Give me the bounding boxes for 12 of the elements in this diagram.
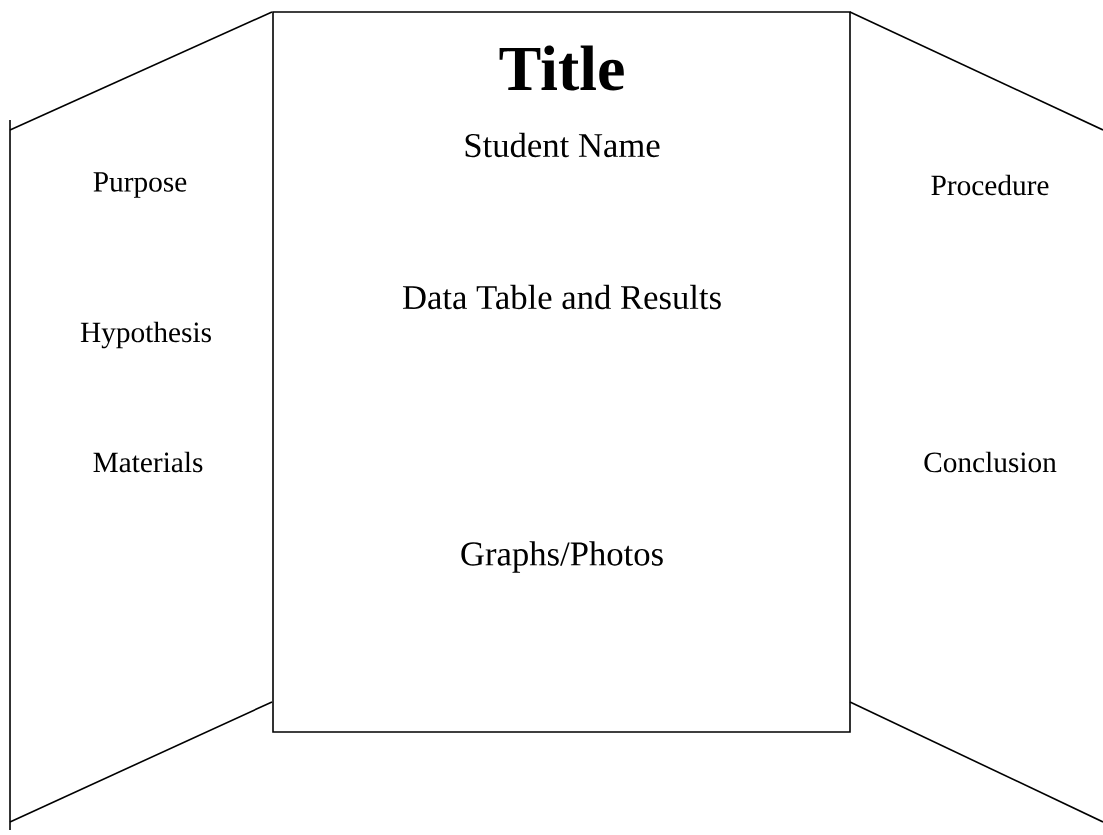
board-panel [272,11,851,733]
panel-heading: Data Table and Results [402,284,721,310]
panel-heading: Student Name [465,132,660,158]
board-panel [849,11,1103,823]
panel-heading: Hypothesis [80,321,211,349]
title-text: Title [499,45,624,91]
board-panel [9,11,273,831]
panel-heading: Graphs/Photos [461,541,663,573]
panel-heading: Purpose [93,172,187,198]
panel-heading: Conclusion [924,451,1057,473]
panel-heading: Materials [93,451,203,473]
panel-heading: Procedure [931,174,1049,196]
